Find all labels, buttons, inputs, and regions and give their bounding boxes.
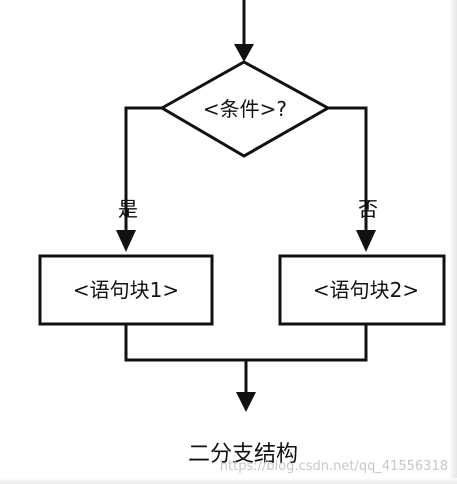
no-label: 否	[358, 197, 378, 221]
statement-block-2-label: <语句块2>	[313, 278, 419, 302]
no-arrowhead	[356, 230, 376, 252]
yes-label: 是	[118, 197, 138, 221]
page-edge-bottom	[0, 478, 457, 484]
page-edge-right	[449, 0, 457, 484]
statement-block-1-label: <语句块1>	[73, 278, 179, 302]
condition-label: <条件>?	[203, 97, 287, 121]
yes-branch-line	[124, 106, 162, 232]
entry-arrowhead	[234, 44, 254, 62]
no-branch-line	[328, 106, 368, 232]
merge-line	[124, 324, 368, 362]
statement-block-1	[38, 254, 214, 326]
exit-arrowhead	[236, 392, 256, 412]
yes-arrowhead	[116, 230, 136, 252]
statement-block-2	[278, 254, 446, 326]
watermark-text: https://blog.csdn.net/qq_41556318	[220, 459, 448, 474]
diagram-caption: 二分支结构	[188, 442, 298, 467]
